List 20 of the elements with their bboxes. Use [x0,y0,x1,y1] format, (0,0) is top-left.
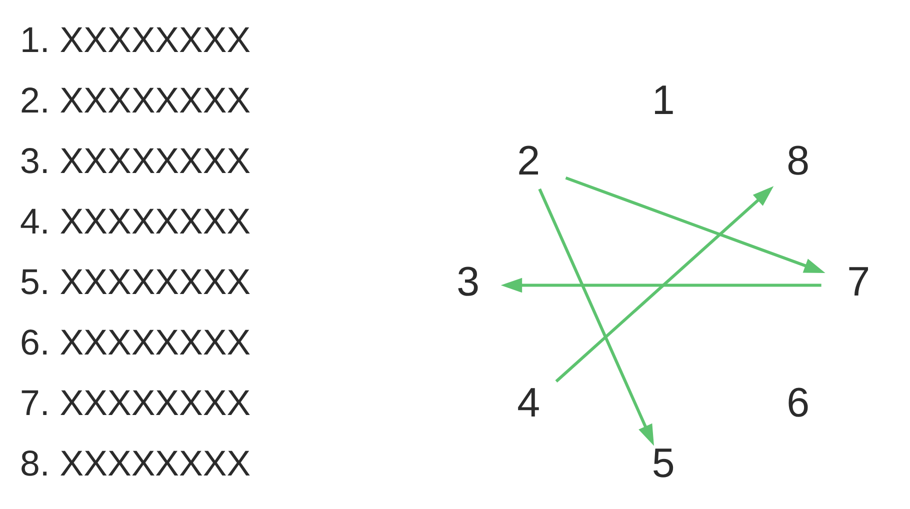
label: 7. XXXXXXXX [20,382,251,422]
arrow [565,176,826,273]
label: 8. XXXXXXXX [20,442,251,483]
label: 6. XXXXXXXX [20,322,251,362]
label: 3. XXXXXXXX [20,140,251,180]
label: 4. XXXXXXXX [20,200,251,241]
node-text: 8 [786,137,810,184]
node-text: 4 [517,379,540,426]
arrow [538,188,654,446]
label: 5. XXXXXXXX [20,261,251,302]
arrow [500,277,822,292]
node-text: 5 [652,440,675,486]
node-text: 7 [847,258,870,304]
label: 2. XXXXXXXX [20,80,251,120]
label: 1. XXXXXXXX [20,19,251,60]
node-text: 2 [517,137,540,184]
arrow [555,186,774,382]
node-text: 6 [786,379,810,426]
node-text: 1 [652,76,675,123]
node-text: 3 [456,258,480,304]
